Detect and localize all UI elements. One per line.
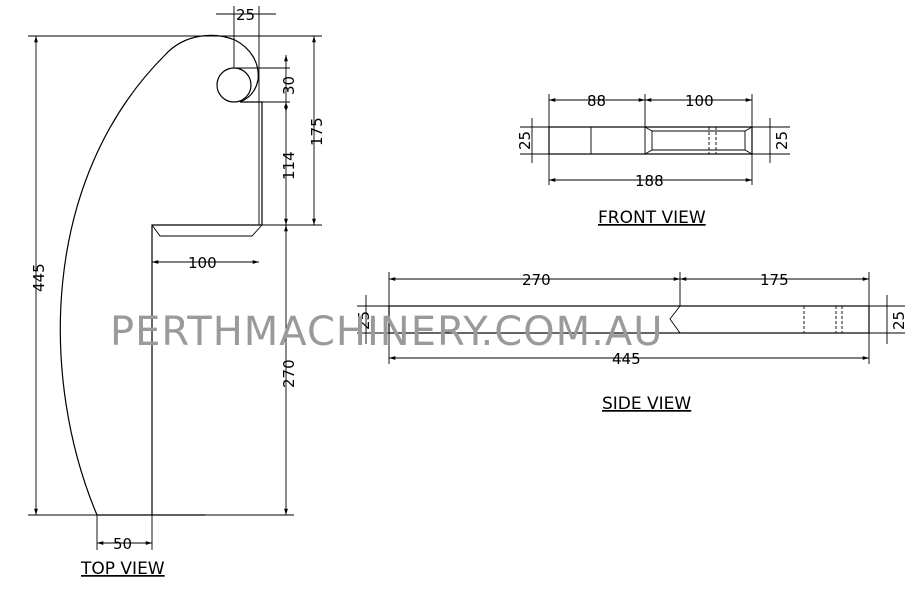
- top-view-title: TOP VIEW: [80, 559, 165, 579]
- front-view-chamfer: [644, 149, 653, 155]
- front-view-chamfer: [744, 149, 753, 155]
- dim-front-left: 88: [587, 92, 606, 110]
- watermark: PERTHMACHINERY.COM.AU: [110, 309, 664, 355]
- dim-upper: 175: [308, 117, 326, 146]
- top-view-outline: [59, 34, 263, 516]
- dim-overall: 445: [30, 263, 48, 292]
- top-view: 25 30 175 114 445 100 270 50 TOP VIEW: [28, 6, 326, 579]
- front-view-chamfer: [744, 126, 753, 132]
- dim-front-total: 188: [635, 172, 664, 190]
- front-view: 88 100 188 25 25 FRONT VIEW: [516, 92, 791, 228]
- dim-shelf: 100: [188, 254, 217, 272]
- dim-hook-width: 25: [236, 6, 255, 24]
- dim-side-total: 445: [612, 350, 641, 368]
- dim-front-thick-right: 25: [773, 131, 791, 150]
- front-view-chamfer: [644, 126, 653, 132]
- dim-front-right: 100: [685, 92, 714, 110]
- front-view-title: FRONT VIEW: [598, 208, 706, 228]
- dim-neck: 114: [280, 151, 298, 180]
- side-view-title: SIDE VIEW: [602, 394, 691, 414]
- shelf-chamfer: [151, 224, 263, 237]
- dim-side-thick-left: 25: [355, 311, 373, 330]
- dim-side-left: 270: [522, 271, 551, 289]
- side-view-bend: [669, 305, 681, 334]
- dim-toe: 50: [113, 535, 132, 553]
- dim-side-right: 175: [760, 271, 789, 289]
- hook-eye: [216, 67, 252, 103]
- dim-side-thick-right: 25: [890, 311, 908, 330]
- dim-eye: 30: [280, 76, 298, 95]
- side-view: 270 175 445 25 25 SIDE VIEW: [355, 271, 908, 414]
- dim-front-thick-left: 25: [516, 131, 534, 150]
- dim-tine: 270: [280, 359, 298, 388]
